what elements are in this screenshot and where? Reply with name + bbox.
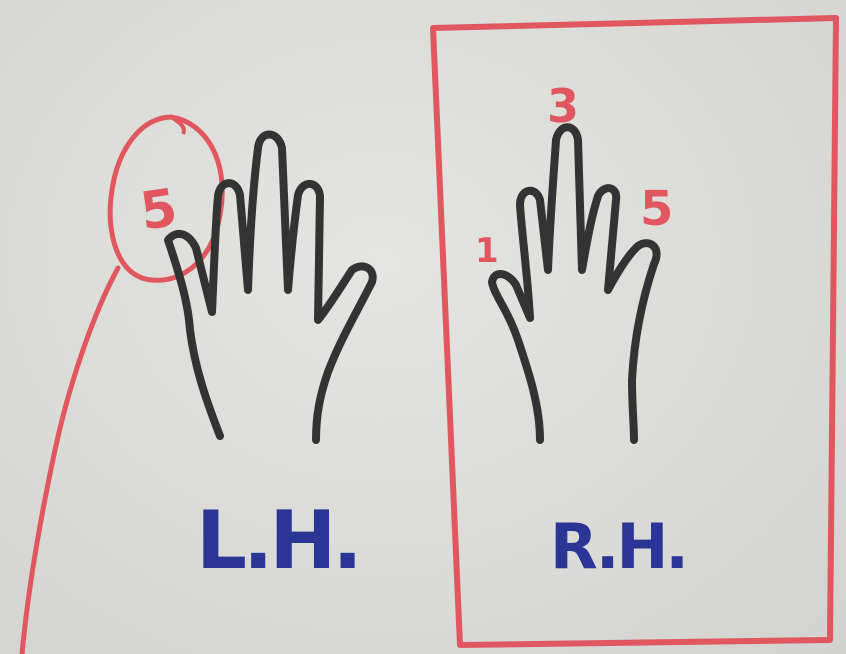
right-hand-label: R.H. [550,510,686,583]
right-hand-highlight-box [430,15,839,648]
right-thumb-number: 1 [475,231,499,271]
left-hand-outline [164,130,377,444]
left-pinky-number: 5 [137,178,181,242]
right-middle-number: 3 [547,79,579,133]
right-pinky-number: 5 [640,181,673,237]
left-hand-label: L.H. [196,494,359,587]
left-pinky-highlight [19,114,225,654]
right-hand-outline [488,123,661,444]
